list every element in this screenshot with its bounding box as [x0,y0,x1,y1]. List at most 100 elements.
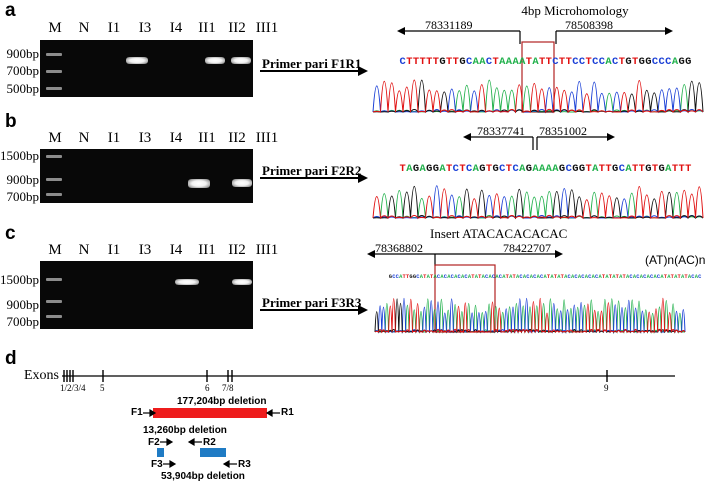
size-marker: 900bp [6,172,40,187]
deletion-label-3: 53,904bp deletion [161,471,245,482]
lane-label: I4 [169,242,183,258]
gel-band [126,57,148,64]
lane-labels-c: M N I1 I3 I4 II1 II2 III1 [38,242,280,260]
lane-labels-a: M N I1 I3 I4 II1 II2 III1 [38,20,280,38]
coordinate-right-b: 78351002 [539,124,587,138]
exon-number: 7/8 [222,383,234,393]
lane-label: I3 [138,242,152,258]
primer-f2: F2 [148,437,160,448]
lane-label: I1 [107,20,121,36]
ladder-band [46,278,62,281]
trace-a [372,79,704,114]
primer-r1: R1 [281,407,294,418]
primer-label-b: Primer pari F2R2 [262,163,362,178]
chromatogram-c: Insert ATACACACACAC 78368802 78422707 (A… [355,226,707,336]
lane-label: I3 [138,130,152,146]
ladder-band [46,315,62,318]
ladder-band [46,300,62,303]
gel-band [232,179,252,187]
trace-b [372,185,704,220]
lane-label: II1 [198,130,216,146]
annotation-a: 4bp Microhomology [521,3,629,18]
lane-label: I4 [169,20,183,36]
coordinate-right-a: 78508398 [565,18,613,32]
gel-band [232,279,252,285]
ladder-band [46,155,62,158]
sequence-c: GCCATTGGCATATACACACACACATATACACACATATACA… [388,274,702,280]
lane-labels-b: M N I1 I3 I4 II1 II2 III1 [38,130,280,148]
exon-number: 6 [205,383,210,393]
gel-image-b [40,149,253,203]
lane-label: II1 [198,242,216,258]
panel-label-d: d [5,348,17,369]
coordinate-left-b: 78337741 [477,124,525,138]
primer-r3: R3 [238,459,251,470]
exons-label: Exons [24,368,59,383]
deletion-label-2: 13,260bp deletion [143,425,227,436]
size-marker: 700bp [6,314,40,329]
lane-label: I1 [107,242,121,258]
trace-c [374,297,686,334]
size-marker: 700bp [6,189,40,204]
lane-label: I1 [107,130,121,146]
trace-line-T [372,186,704,220]
lane-label: I3 [138,20,152,36]
repeat-note-c: (AT)n(AC)n [645,253,706,267]
ladder-band [46,193,62,196]
primer-f3: F3 [151,459,163,470]
ladder-band [46,178,62,181]
coordinate-left-a: 78331189 [425,18,473,32]
panel-label-a: a [5,0,16,21]
gel-band [188,179,210,188]
size-marker: 1500bp [0,272,39,287]
annotation-c: Insert ATACACACACAC [430,226,568,241]
deletion-label-1: 177,204bp deletion [177,396,267,407]
size-marker: 900bp [6,297,40,312]
lane-label: II2 [228,20,246,36]
primer-label-a: Primer pari F1R1 [262,56,362,71]
lane-label: II2 [228,130,246,146]
size-marker: 700bp [6,63,40,78]
panel-label-c: c [5,223,16,244]
exon-number: 9 [604,383,609,393]
sequence-b: TAGAGGATCTCAGTGCTCAGAAAAGCGGTATTGCATTGTG… [399,163,692,175]
lane-label: N [78,130,90,146]
gel-band [231,57,251,64]
lane-label: I4 [169,130,183,146]
lane-label: II2 [228,242,246,258]
coordinate-left-c: 78368802 [375,241,423,255]
exon-number: 1/2/3/4 [60,383,86,393]
lane-label: III1 [255,130,279,146]
gel-image-c [40,261,253,329]
exon-number: 5 [100,383,105,393]
lane-label: III1 [255,20,279,36]
gel-band [175,279,199,285]
ladder-band [46,53,62,56]
gel-image-a [40,40,253,97]
sequence-a: CTTTTTGTTGCAACTAAAATATTCTTCCTCCACTGTGGCC… [399,56,692,68]
size-marker: 900bp [6,46,40,61]
trace-line-T [374,297,686,334]
chromatogram-a: 4bp Microhomology 78331189 78508398 CTTT… [355,2,707,114]
deletion-bar-2 [157,448,164,457]
lane-label: II1 [198,20,216,36]
gel-band [205,57,225,64]
ladder-band [46,87,62,90]
primer-f1: F1 [131,407,143,418]
lane-label: M [48,130,62,146]
lane-label: M [48,242,62,258]
deletion-bar-1 [153,408,267,418]
chromatogram-b: 78337741 78351002 TAGAGGATCTCAGTGCTCAGAA… [355,120,707,220]
panel-label-b: b [5,111,17,132]
size-marker: 500bp [6,81,40,96]
coordinate-right-c: 78422707 [503,241,551,255]
lane-label: III1 [255,242,279,258]
ladder-band [46,70,62,73]
deletion-bar-3 [200,448,226,457]
lane-label: M [48,20,62,36]
